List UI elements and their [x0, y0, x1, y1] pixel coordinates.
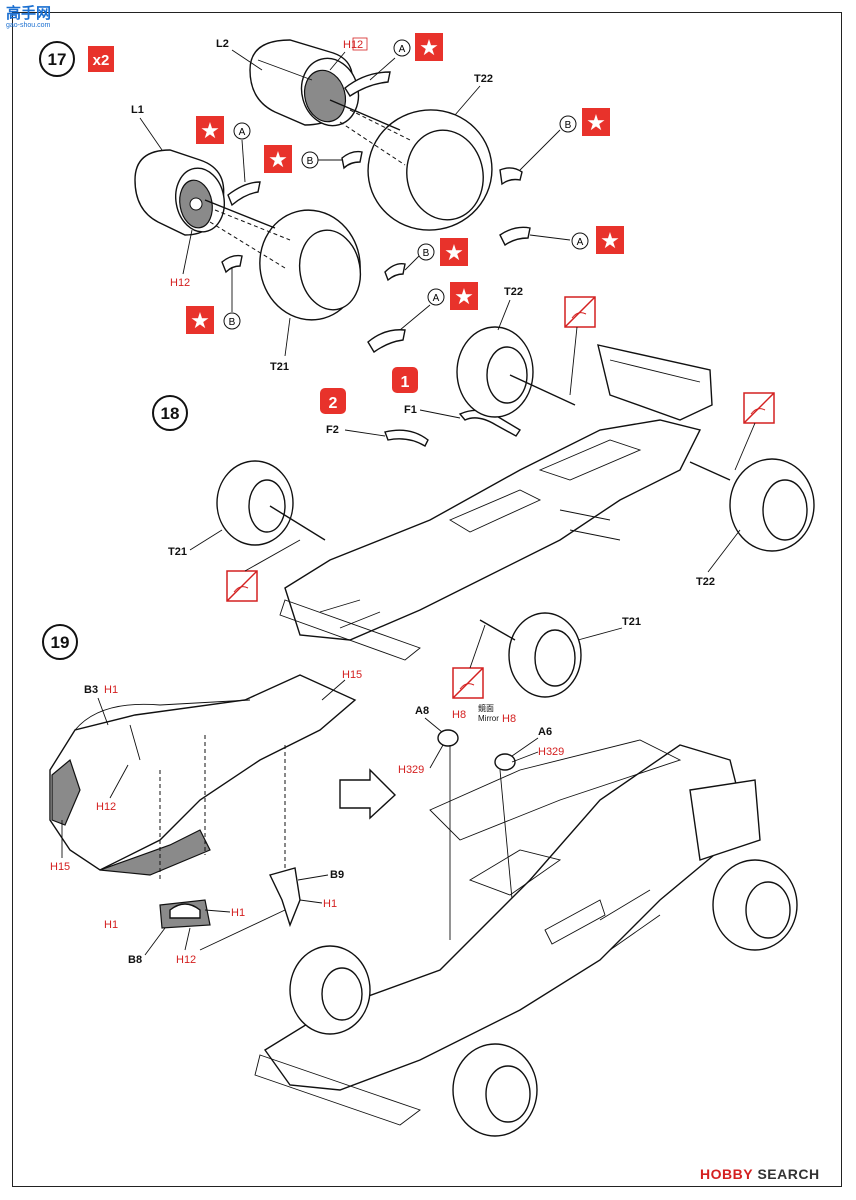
paint-H12-b: H12	[170, 277, 190, 289]
label-L1: L1	[131, 104, 144, 116]
star-box-4	[264, 145, 292, 173]
marker-A-3: A	[577, 237, 584, 248]
label-B9: B9	[330, 869, 344, 881]
paint-H1-b: H1	[104, 919, 118, 931]
paint-H329-b: H329	[538, 746, 564, 758]
part-B8	[159, 899, 211, 929]
page-frame	[12, 12, 842, 1187]
arrow-icon	[339, 768, 397, 820]
marker-A-2: A	[239, 127, 246, 138]
star-icon: ★	[454, 284, 474, 309]
tire-T21-front-left	[216, 460, 326, 546]
paint-H1-a: H1	[104, 684, 118, 696]
paint-H8-b: H8	[502, 713, 516, 725]
watermark: HOBBY SEARCH	[700, 1166, 820, 1182]
part-A8	[437, 729, 459, 747]
paint-H12-d: H12	[176, 954, 196, 966]
label-T22-b: T22	[504, 286, 523, 298]
sub-step-1: 1	[401, 374, 410, 391]
car-body-step19	[254, 739, 761, 1126]
sub-step-1-box	[392, 367, 418, 393]
step-19-number: 19	[51, 633, 70, 652]
label-F2: F2	[326, 424, 339, 436]
paint-H15-b: H15	[50, 861, 70, 873]
step-17-multiplier: x2	[93, 52, 110, 69]
mirror-label-jp: 鏡面	[478, 703, 494, 713]
no-glue-icon	[743, 392, 775, 424]
step-19-badge	[42, 624, 78, 660]
part-B3	[49, 674, 357, 890]
wheel-L1	[134, 149, 225, 236]
star-box-8	[186, 306, 214, 334]
part-A6	[494, 753, 516, 771]
star-box-2	[582, 108, 610, 136]
label-T21-c: T21	[622, 616, 641, 628]
step-18: 18 2 1 F1 F2 T22	[152, 286, 815, 699]
label-A6: A6	[538, 726, 552, 738]
step-18-number: 18	[161, 404, 180, 423]
marker-B-2: B	[307, 156, 314, 167]
tire-T21-step17	[204, 199, 362, 321]
label-B3: B3	[84, 684, 98, 696]
wheel-L2	[249, 39, 360, 127]
label-T22-a: T22	[474, 73, 493, 85]
tire-T22-rear-right	[689, 458, 815, 552]
paint-H8-a: H8	[452, 709, 466, 721]
car-body-step18	[279, 344, 713, 661]
star-icon: ★	[444, 240, 464, 265]
tire-step19-rear	[712, 859, 798, 951]
star-icon: ★	[600, 228, 620, 253]
site-logo: 高手网	[6, 5, 52, 22]
label-T22-c: T22	[696, 576, 715, 588]
star-box-1	[415, 33, 443, 61]
star-box-5	[596, 226, 624, 254]
label-F1: F1	[404, 404, 417, 416]
part-F2	[384, 429, 429, 447]
step-17: 17 x2 L2 H12 T22 A ★ B	[39, 33, 624, 373]
star-icon: ★	[200, 118, 220, 143]
step-18-badge	[152, 395, 188, 431]
step-17-number: 17	[48, 50, 67, 69]
part-B9	[269, 867, 301, 928]
site-url: gao-shou.com	[6, 22, 51, 29]
label-B8: B8	[128, 954, 142, 966]
paint-H329-a: H329	[398, 764, 424, 776]
no-glue-icon	[564, 296, 596, 328]
marker-A-4: A	[433, 293, 440, 304]
step-17-badge	[39, 41, 75, 77]
marker-A-1: A	[399, 44, 406, 55]
no-glue-icon	[452, 667, 484, 699]
tire-T22-step17	[329, 99, 493, 231]
star-icon: ★	[419, 35, 439, 60]
tire-T21-front-right	[479, 612, 582, 698]
paint-H1-d: H1	[323, 898, 337, 910]
tire-T22-rear-left	[456, 326, 576, 418]
label-A8: A8	[415, 705, 429, 717]
tire-step19-front-right	[452, 1043, 538, 1137]
star-icon: ★	[586, 110, 606, 135]
label-L2: L2	[216, 38, 229, 50]
sub-step-2-box	[320, 388, 346, 414]
paint-H15-a: H15	[342, 669, 362, 681]
paint-H12-c: H12	[96, 801, 116, 813]
star-box-3	[196, 116, 224, 144]
no-glue-icon	[226, 570, 258, 602]
step-19: 19 B3 H1 H15 H12 H15 B8 H1 H1 H12	[42, 624, 798, 1137]
marker-B-3: B	[423, 248, 430, 259]
label-T21-a: T21	[270, 361, 289, 373]
paint-H1-c: H1	[231, 907, 245, 919]
star-box-6	[440, 238, 468, 266]
star-box-7	[450, 282, 478, 310]
star-icon: ★	[190, 308, 210, 333]
tire-step19-front-left	[289, 945, 371, 1035]
marker-B-1: B	[565, 120, 572, 131]
mirror-label-en: Mirror	[478, 714, 499, 723]
sub-step-2: 2	[329, 395, 338, 412]
label-T21-b: T21	[168, 546, 187, 558]
step-17-multiplier-box	[88, 46, 114, 72]
star-icon: ★	[268, 147, 288, 172]
marker-B-4: B	[229, 317, 236, 328]
